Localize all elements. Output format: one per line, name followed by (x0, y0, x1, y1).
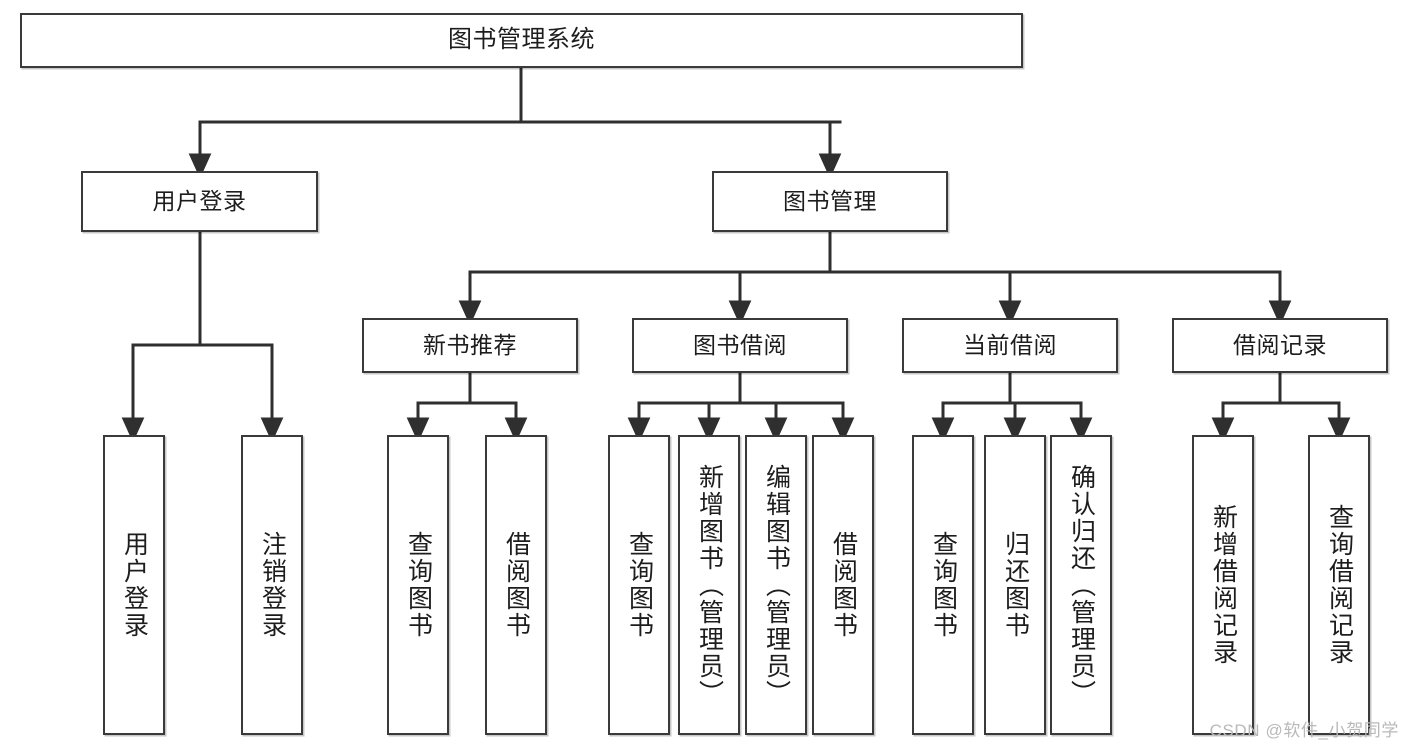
node-label: 图书管理系统 (448, 26, 595, 54)
node-label: 借阅图书 (829, 531, 858, 639)
node-label: 查询图书 (404, 531, 433, 639)
node-leaf-5[interactable]: 查询图书 (608, 435, 670, 735)
node-level3-3[interactable]: 当前借阅 (902, 318, 1118, 373)
node-leaf-7[interactable]: 编辑图书（管理员） (745, 435, 807, 735)
edge-group-user-login (121, 230, 284, 443)
node-leaf-9[interactable]: 查询图书 (912, 435, 974, 735)
node-root-book-management-system[interactable]: 图书管理系统 (20, 13, 1023, 68)
edge-group-records (1211, 371, 1351, 443)
node-leaf-3[interactable]: 查询图书 (387, 435, 449, 735)
node-label: 图书管理 (783, 187, 877, 214)
node-label: 用户登录 (120, 531, 149, 639)
node-label: 借阅记录 (1233, 331, 1327, 358)
edge-group-new-book (406, 371, 528, 443)
node-label: 注销登录 (258, 531, 287, 639)
edge-group-borrow (627, 371, 855, 443)
node-label: 用户登录 (152, 187, 247, 214)
node-level2-1[interactable]: 用户登录 (81, 171, 318, 232)
node-leaf-1[interactable]: 用户登录 (103, 435, 165, 735)
node-leaf-2[interactable]: 注销登录 (241, 435, 303, 735)
node-level3-4[interactable]: 借阅记录 (1172, 318, 1388, 373)
node-label: 归还图书 (1001, 531, 1030, 639)
node-label: 查询借阅记录 (1325, 504, 1354, 666)
node-level2-2[interactable]: 图书管理 (712, 171, 948, 232)
node-leaf-4[interactable]: 借阅图书 (485, 435, 547, 735)
csdn-watermark: CSDN @软件_小贺同学 (1209, 721, 1399, 740)
node-label: 图书借阅 (693, 331, 787, 358)
edge-group-book-mgmt (458, 230, 1292, 326)
node-leaf-10[interactable]: 归还图书 (984, 435, 1046, 735)
edge-group-current-borrow (931, 371, 1093, 443)
node-label: 当前借阅 (963, 331, 1057, 358)
node-label: 新书推荐 (423, 331, 517, 358)
node-label: 新增图书（管理员） (695, 463, 724, 707)
node-label: 借阅图书 (502, 531, 531, 639)
node-leaf-13[interactable]: 查询借阅记录 (1308, 435, 1370, 735)
node-level3-2[interactable]: 图书借阅 (632, 318, 848, 373)
edge-group-root (188, 66, 842, 179)
node-label: 查询图书 (929, 531, 958, 639)
node-leaf-8[interactable]: 借阅图书 (812, 435, 874, 735)
node-leaf-12[interactable]: 新增借阅记录 (1192, 435, 1254, 735)
node-label: 查询图书 (625, 531, 654, 639)
node-label: 编辑图书（管理员） (762, 463, 791, 707)
node-leaf-6[interactable]: 新增图书（管理员） (678, 435, 740, 735)
node-leaf-11[interactable]: 确认归还（管理员） (1050, 435, 1112, 735)
node-label: 新增借阅记录 (1209, 504, 1238, 666)
node-level3-1[interactable]: 新书推荐 (362, 318, 578, 373)
node-label: 确认归还（管理员） (1067, 463, 1096, 707)
